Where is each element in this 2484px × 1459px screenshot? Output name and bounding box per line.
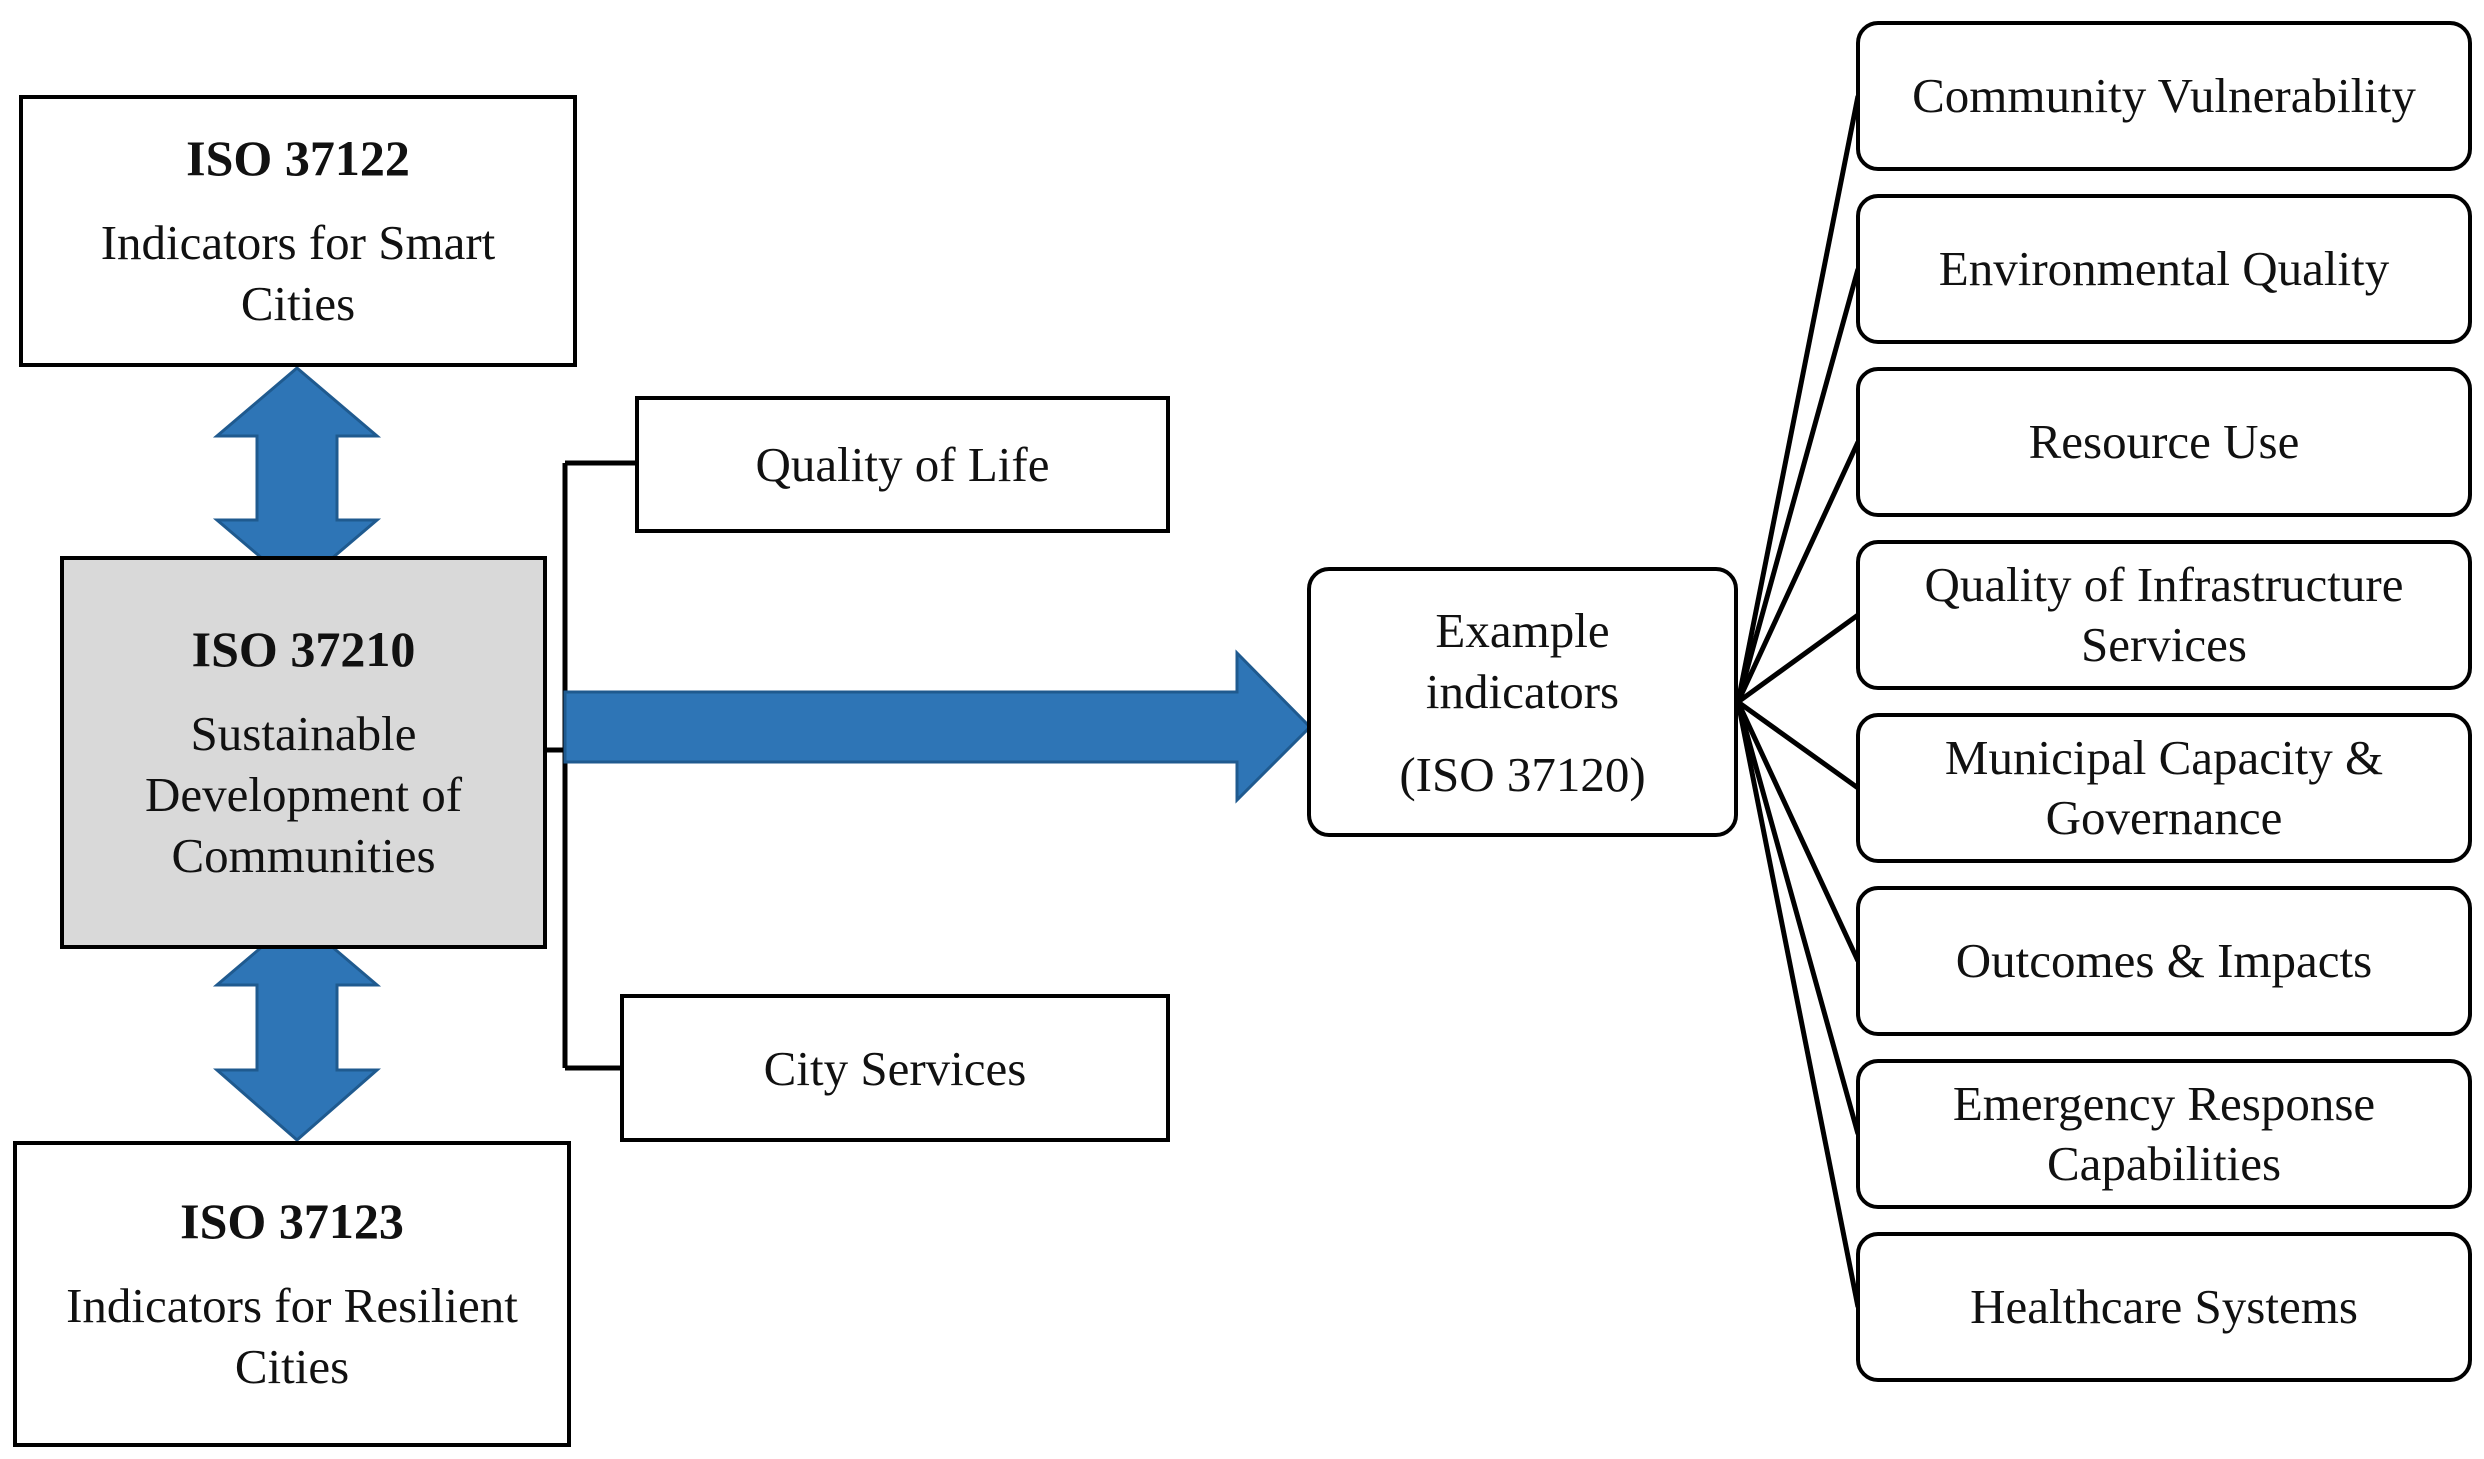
fan-line <box>1735 701 1861 1308</box>
fan-line <box>1735 268 1861 703</box>
branch-connector <box>545 460 637 1071</box>
category-community-vulnerability: Community Vulnerability <box>1856 21 2472 171</box>
fan-line <box>1736 612 1860 705</box>
quality-of-life-label: Quality of Life <box>755 437 1050 492</box>
category-environmental-quality: Environmental Quality <box>1856 194 2472 344</box>
double-arrow-top <box>212 366 382 590</box>
category-resource-use: Resource Use <box>1856 367 2472 517</box>
category-label: Resource Use <box>2028 414 2300 469</box>
category-label: Quality of Infrastructure Services <box>1924 557 2404 672</box>
example-indicators-box: Example indicators (ISO 37120) <box>1307 567 1738 837</box>
category-municipal-capacity: Municipal Capacity & Governance <box>1856 713 2472 863</box>
category-label: Community Vulnerability <box>1912 68 2416 123</box>
category-label: Environmental Quality <box>1938 241 2390 296</box>
fan-connectors <box>1735 95 1861 1308</box>
category-label: Emergency Response Capabilities <box>1952 1076 2376 1191</box>
example-line3: (ISO 37120) <box>1399 746 1646 802</box>
category-emergency-response: Emergency Response Capabilities <box>1856 1059 2472 1209</box>
iso-37123-box: ISO 37123 Indicators for Resilient Citie… <box>13 1141 571 1447</box>
category-label: Healthcare Systems <box>1970 1279 2358 1334</box>
fan-line <box>1735 440 1861 704</box>
fan-line <box>1736 699 1860 791</box>
iso-37122-box: ISO 37122 Indicators for Smart Cities <box>19 95 577 367</box>
example-line1: Example <box>1435 602 1610 658</box>
city-services-label: City Services <box>763 1040 1027 1096</box>
category-quality-of-infrastructure: Quality of Infrastructure Services <box>1856 540 2472 690</box>
main-arrow-right <box>563 649 1313 804</box>
city-services-box: City Services <box>620 994 1170 1142</box>
iso-37123-code: ISO 37123 <box>180 1193 404 1249</box>
category-outcomes-impacts: Outcomes & Impacts <box>1856 886 2472 1036</box>
category-healthcare-systems: Healthcare Systems <box>1856 1232 2472 1382</box>
iso-37210-code: ISO 37210 <box>191 621 416 677</box>
fan-line <box>1735 701 1861 1135</box>
double-arrow-bottom <box>212 915 382 1142</box>
iso-37122-code: ISO 37122 <box>186 130 410 186</box>
example-line2: indicators <box>1425 663 1620 719</box>
iso-37122-title: Indicators for Smart Cities <box>100 215 496 331</box>
quality-of-life-box: Quality of Life <box>635 396 1170 533</box>
category-label: Municipal Capacity & Governance <box>1944 730 2384 845</box>
fan-line <box>1735 700 1861 963</box>
iso-37210-title: Sustainable Development of Communities <box>144 706 463 883</box>
category-label: Outcomes & Impacts <box>1955 933 2373 988</box>
iso-37123-title: Indicators for Resilient Cities <box>66 1278 518 1394</box>
fan-line <box>1735 95 1861 703</box>
iso-37210-box: ISO 37210 Sustainable Development of Com… <box>60 556 547 949</box>
